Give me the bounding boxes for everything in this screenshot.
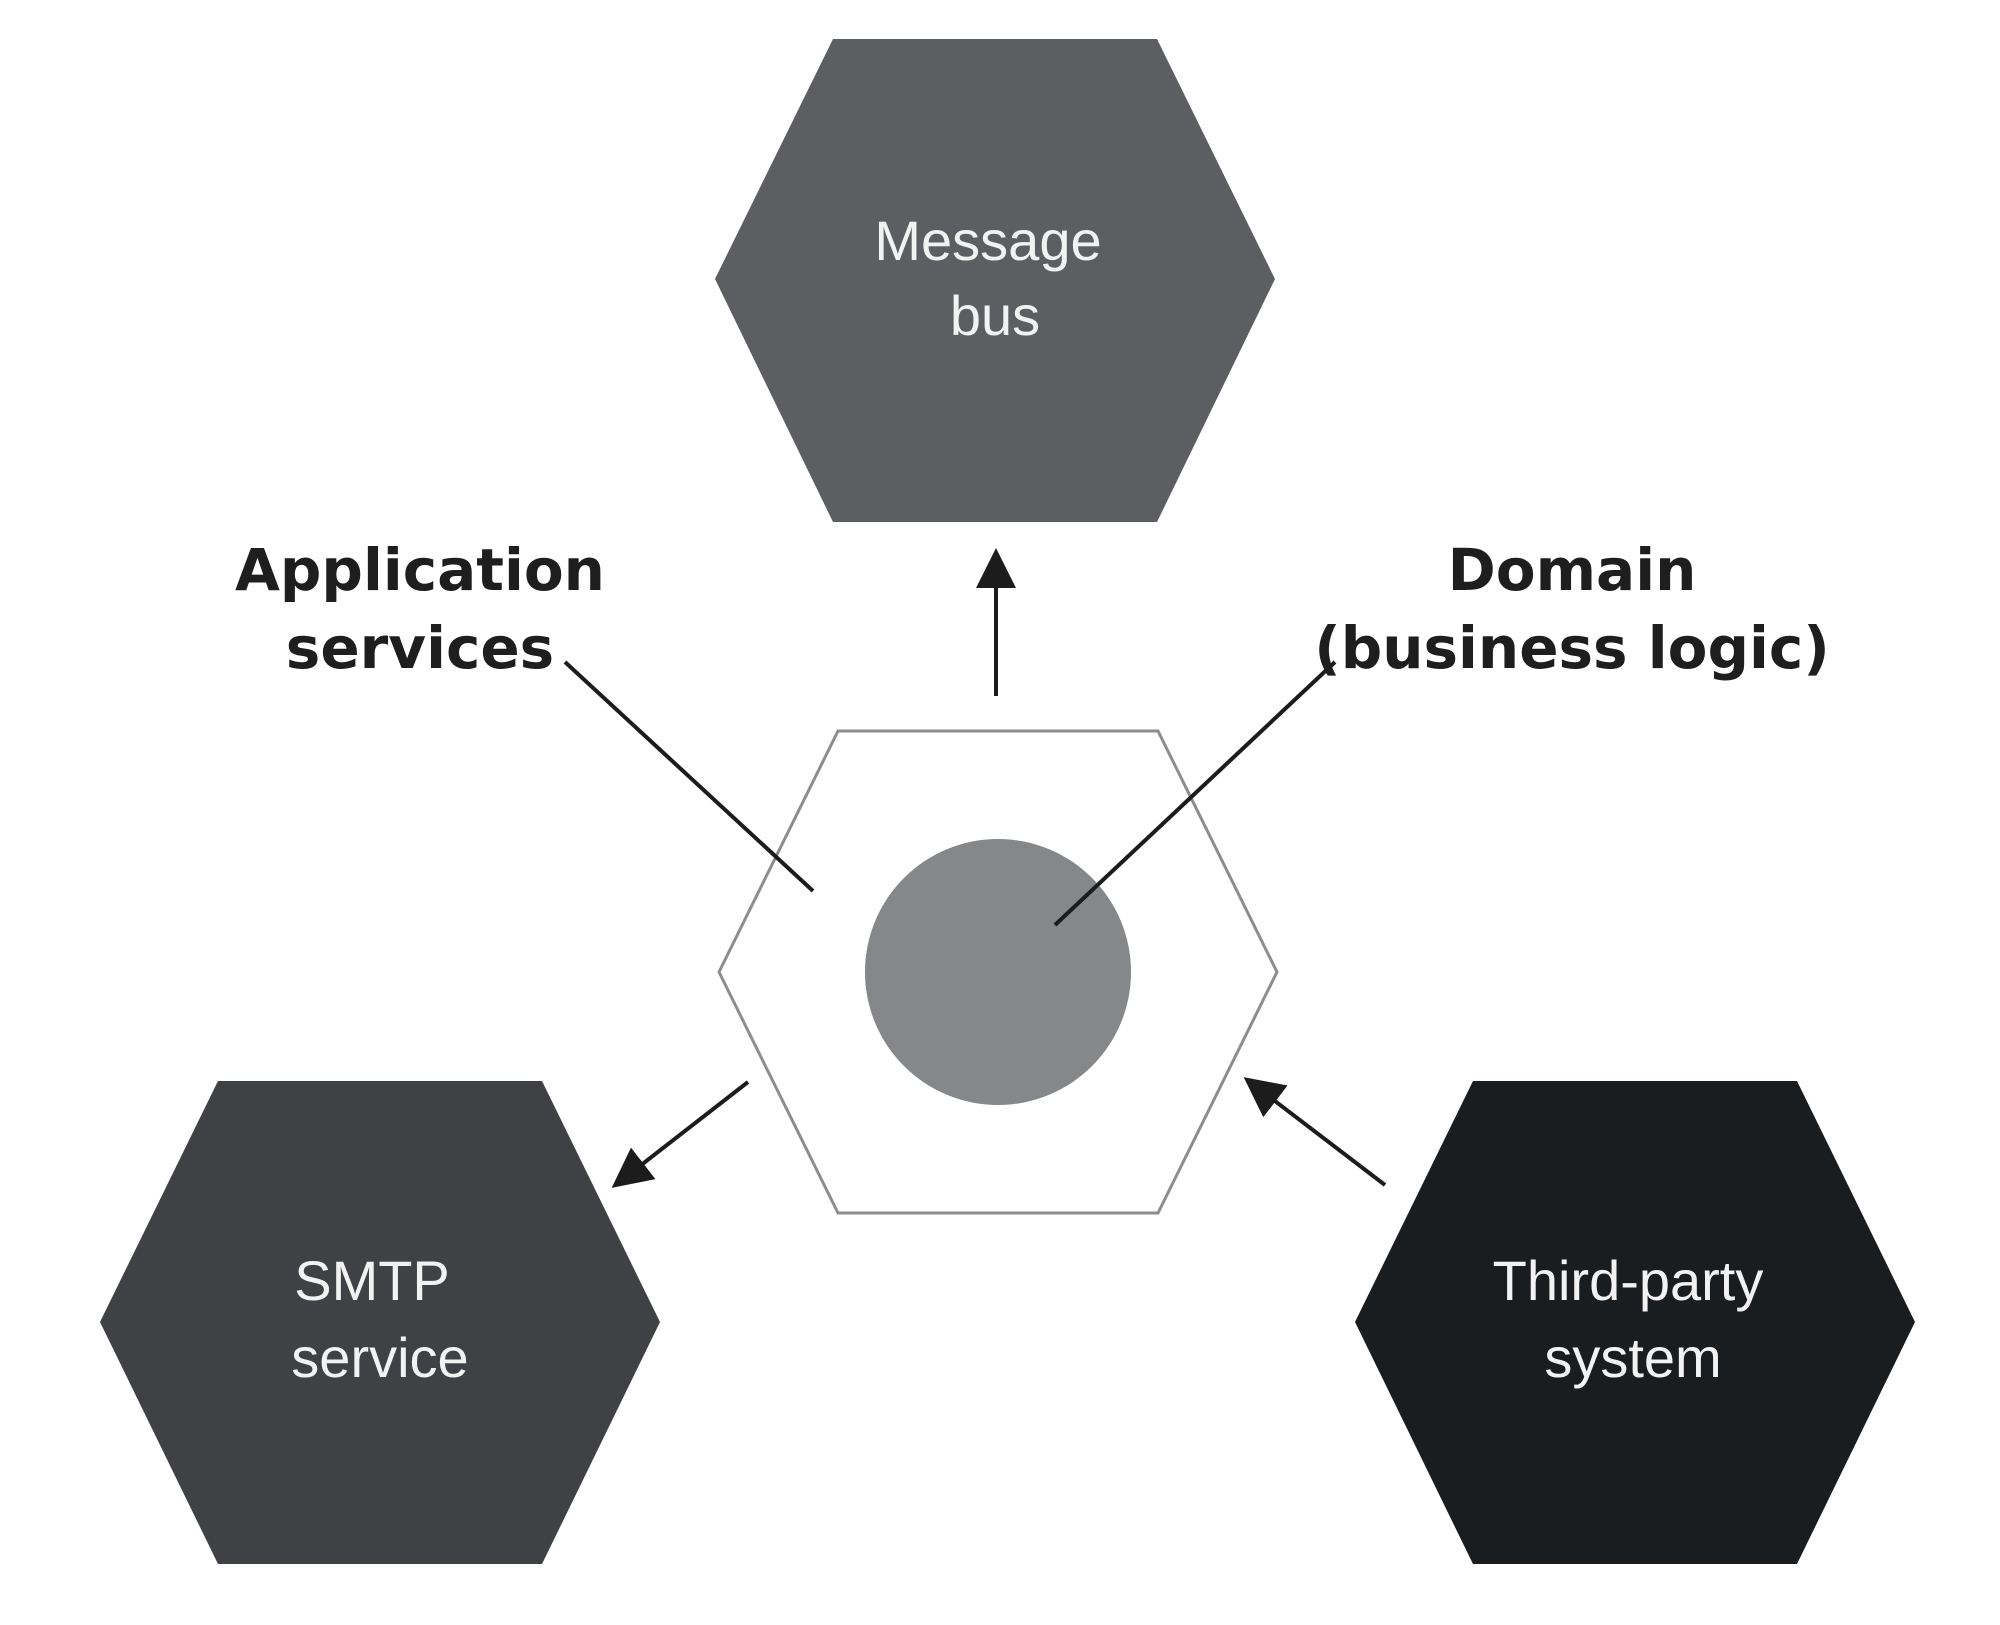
message-bus-label-line2: bus bbox=[950, 284, 1040, 347]
domain-label-line2: (business logic) bbox=[1314, 614, 1830, 682]
message-bus-label-line1: Message bbox=[874, 209, 1101, 272]
application-core bbox=[717, 729, 1279, 1215]
smtp-service-label-line2: service bbox=[291, 1326, 468, 1389]
third-party-system-label-line1: Third-party bbox=[1493, 1249, 1764, 1312]
message-bus-hexagon bbox=[715, 39, 1275, 522]
application-services-hexagon bbox=[717, 729, 1279, 1215]
third-party-system-label-line2: system bbox=[1544, 1326, 1721, 1389]
arrow-from-third-party-system bbox=[1243, 1077, 1387, 1187]
third-party-system-hexagon bbox=[1355, 1081, 1915, 1564]
domain-label-line1: Domain bbox=[1448, 536, 1697, 604]
smtp-service-label-line1: SMTP bbox=[294, 1249, 450, 1312]
application-services-label-line2: services bbox=[286, 614, 554, 682]
message-bus-node: Message bus bbox=[715, 39, 1275, 522]
smtp-service-hexagon bbox=[100, 1081, 660, 1564]
arrow-to-smtp-service bbox=[611, 1080, 750, 1188]
domain-leader-line bbox=[1053, 660, 1337, 927]
domain-circle bbox=[865, 839, 1131, 1105]
smtp-service-node: SMTP service bbox=[100, 1081, 660, 1564]
application-services-leader-line bbox=[563, 660, 815, 893]
application-services-label-line1: Application bbox=[235, 536, 605, 604]
third-party-system-node: Third-party system bbox=[1355, 1081, 1915, 1564]
